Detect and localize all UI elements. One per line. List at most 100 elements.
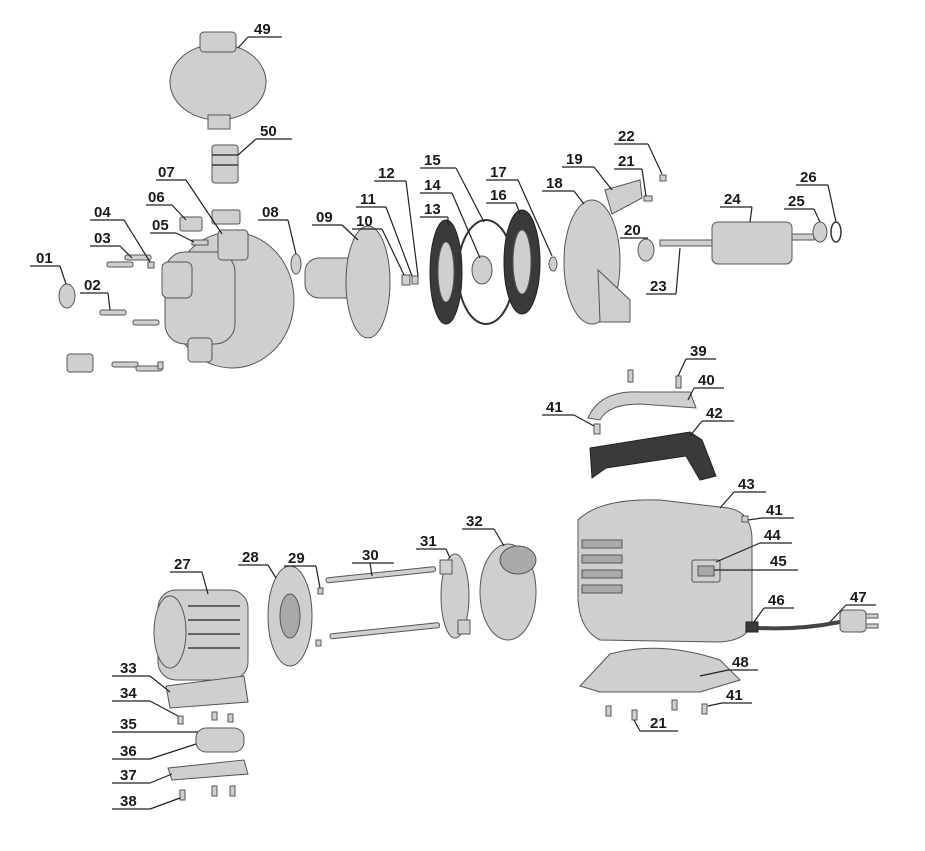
callout-43: 43 bbox=[719, 476, 766, 509]
part-20-bearing bbox=[637, 238, 655, 262]
label-07: 07 bbox=[158, 164, 175, 181]
callout-24: 24 bbox=[720, 191, 753, 223]
label-14: 14 bbox=[424, 177, 441, 194]
label-24: 24 bbox=[724, 191, 741, 208]
label-37: 37 bbox=[120, 767, 137, 784]
label-33: 33 bbox=[120, 660, 137, 677]
callout-21-base: 21 bbox=[633, 715, 678, 732]
label-42: 42 bbox=[706, 405, 723, 422]
label-36: 36 bbox=[120, 743, 137, 760]
label-30: 30 bbox=[362, 547, 379, 564]
callout-10: 10 bbox=[352, 213, 405, 276]
callout-11: 11 bbox=[356, 191, 413, 277]
part-41-screw-handle bbox=[593, 423, 601, 435]
callout-27: 27 bbox=[170, 556, 209, 595]
callout-31: 31 bbox=[416, 533, 451, 559]
callout-23: 23 bbox=[646, 247, 681, 295]
part-49-pressure-tank-cap bbox=[169, 31, 267, 130]
label-29: 29 bbox=[288, 550, 305, 567]
label-48: 48 bbox=[732, 654, 749, 671]
label-35: 35 bbox=[120, 716, 137, 733]
callout-13: 13 bbox=[420, 201, 449, 226]
part-34-screws bbox=[177, 711, 234, 725]
label-41-base: 41 bbox=[726, 687, 743, 704]
callout-47: 47 bbox=[829, 589, 876, 623]
label-28: 28 bbox=[242, 549, 259, 566]
callout-02: 02 bbox=[80, 277, 111, 311]
label-27: 27 bbox=[174, 556, 191, 573]
callout-28: 28 bbox=[238, 549, 277, 579]
callout-37: 37 bbox=[112, 767, 173, 784]
callout-19: 19 bbox=[562, 151, 613, 191]
label-06: 06 bbox=[148, 189, 165, 206]
label-19: 19 bbox=[566, 151, 583, 168]
part-30-tie-rods bbox=[325, 566, 441, 640]
callout-46: 46 bbox=[753, 592, 794, 623]
part-47-power-cable bbox=[757, 609, 879, 633]
callout-14: 14 bbox=[420, 177, 481, 259]
part-07-pump-housing bbox=[161, 209, 295, 369]
callout-34: 34 bbox=[112, 685, 179, 717]
part-27-stator bbox=[153, 589, 249, 681]
part-10-11-12-impeller-nut bbox=[401, 274, 419, 286]
callout-18: 18 bbox=[542, 175, 585, 205]
label-41-handle: 41 bbox=[546, 399, 563, 416]
part-33-terminal-box bbox=[165, 675, 249, 709]
callout-15: 15 bbox=[420, 152, 485, 223]
label-22: 22 bbox=[618, 128, 635, 145]
label-26: 26 bbox=[800, 169, 817, 186]
callout-40: 40 bbox=[687, 372, 724, 401]
callout-22: 22 bbox=[614, 128, 663, 175]
label-32: 32 bbox=[466, 513, 483, 530]
part-04-nut bbox=[147, 261, 155, 269]
callout-06: 06 bbox=[146, 189, 187, 221]
callout-48: 48 bbox=[699, 654, 758, 677]
callout-36: 36 bbox=[112, 743, 197, 760]
label-16: 16 bbox=[490, 187, 507, 204]
part-29-washer bbox=[315, 587, 324, 647]
callout-49: 49 bbox=[237, 21, 282, 49]
part-45-switch-cover bbox=[697, 565, 715, 577]
label-01: 01 bbox=[36, 250, 53, 267]
part-13-impeller bbox=[429, 219, 463, 325]
label-23: 23 bbox=[650, 278, 667, 295]
callout-05: 05 bbox=[150, 217, 195, 243]
label-08: 08 bbox=[262, 204, 279, 221]
part-24-rotor bbox=[659, 221, 815, 265]
part-09-diffuser bbox=[304, 225, 391, 339]
part-46-cable-gland bbox=[745, 621, 759, 633]
callout-26: 26 bbox=[796, 169, 837, 223]
label-03: 03 bbox=[94, 230, 111, 247]
label-39: 39 bbox=[690, 343, 707, 360]
callout-21-upper: 21 bbox=[614, 153, 647, 197]
part-43-motor-housing bbox=[577, 499, 753, 643]
label-31: 31 bbox=[420, 533, 437, 550]
callout-38: 38 bbox=[112, 793, 181, 810]
part-37-plate bbox=[167, 759, 249, 781]
label-45: 45 bbox=[770, 553, 787, 570]
part-42-handle bbox=[589, 431, 717, 481]
part-16-seal-plate bbox=[503, 209, 541, 315]
label-49: 49 bbox=[254, 21, 271, 38]
callout-32: 32 bbox=[462, 513, 505, 547]
callout-17: 17 bbox=[486, 164, 553, 257]
label-20: 20 bbox=[624, 222, 641, 239]
label-12: 12 bbox=[378, 165, 395, 182]
label-50: 50 bbox=[260, 123, 277, 140]
part-28-end-shield bbox=[267, 565, 313, 667]
callout-50: 50 bbox=[237, 123, 292, 156]
label-13: 13 bbox=[424, 201, 441, 218]
part-39-screw bbox=[627, 369, 682, 389]
part-08-o-ring bbox=[290, 253, 302, 275]
part-02-screws bbox=[99, 309, 160, 326]
label-38: 38 bbox=[120, 793, 137, 810]
part-19-bracket bbox=[604, 179, 643, 215]
label-40: 40 bbox=[698, 372, 715, 389]
part-50-threaded-connector bbox=[211, 144, 239, 184]
callout-01: 01 bbox=[30, 250, 67, 285]
callout-08: 08 bbox=[258, 204, 297, 255]
label-11: 11 bbox=[360, 191, 376, 208]
label-18: 18 bbox=[546, 175, 563, 192]
callout-30: 30 bbox=[352, 547, 394, 577]
